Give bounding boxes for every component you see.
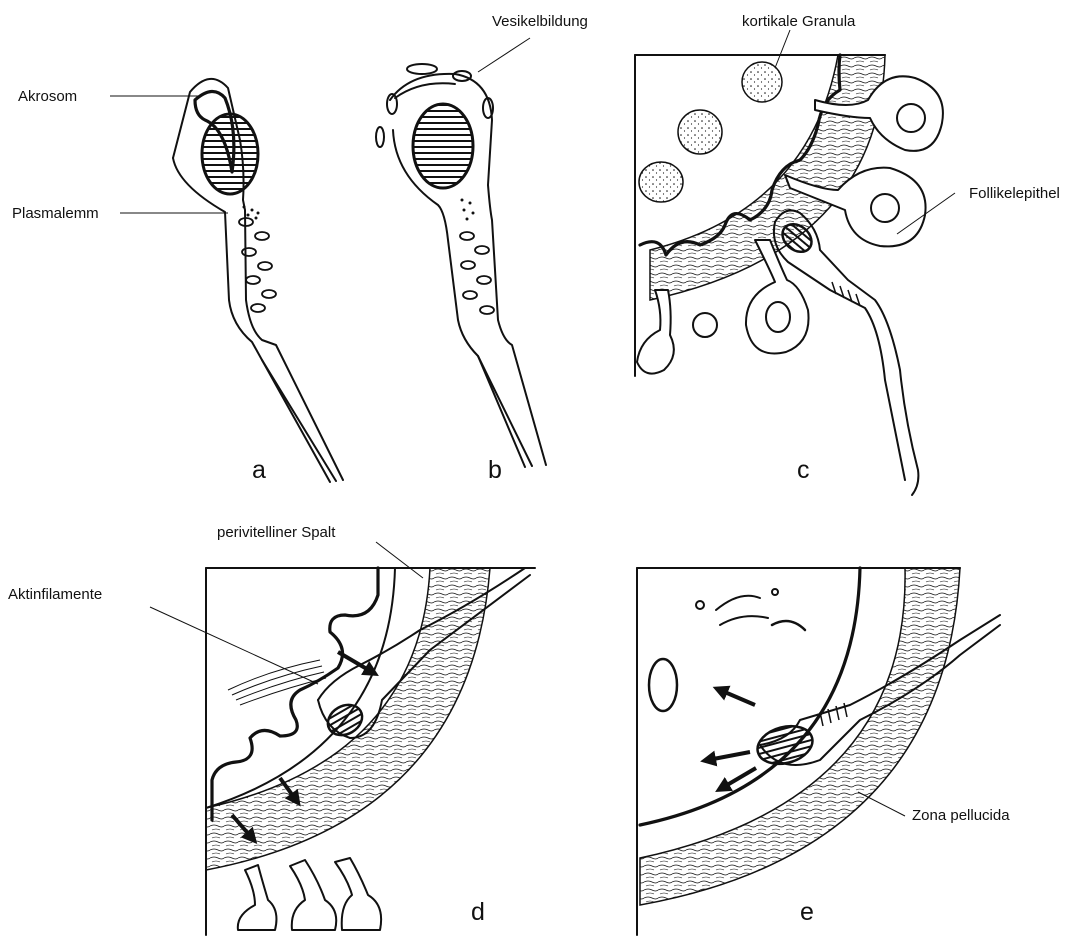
label-akrosom: Akrosom [18,88,77,105]
label-kortikale-granula: kortikale Granula [742,13,856,30]
label-follikelepithel: Follikelepithel [969,185,1060,202]
panel-d: Aktinfilamente perivitelliner Spalt d [8,524,535,935]
arrows-e [708,690,756,788]
panel-c: kortikale Granula Follikelepithel c [635,13,1060,495]
panel-b: Vesikelbildung b [376,13,588,484]
label-vesikelbildung: Vesikelbildung [492,13,588,30]
cortical-granules [639,62,782,202]
nucleus-b [413,104,473,188]
label-aktinfilamente: Aktinfilamente [8,586,102,603]
panel-letter-a: a [252,456,266,484]
panel-letter-c: c [797,456,810,484]
label-perivitelliner-spalt: perivitelliner Spalt [217,524,336,541]
actin-filaments [228,660,326,705]
label-zona-pellucida: Zona pellucida [912,807,1010,824]
panel-e: Zona pellucida e [637,568,1010,935]
follicle-cells-d [238,858,381,930]
sperm-b [376,64,546,467]
panel-letter-e: e [800,898,814,926]
sperm-c [774,210,918,495]
nucleus-a [202,114,258,194]
panel-letter-d: d [471,898,485,926]
panel-a: Akrosom Plasmalemm a [12,79,343,484]
sperm-a [173,79,343,482]
panel-letter-b: b [488,456,502,484]
nucleus-e [753,720,816,769]
label-plasmalemm: Plasmalemm [12,205,99,222]
mitochondria-b [460,232,494,314]
